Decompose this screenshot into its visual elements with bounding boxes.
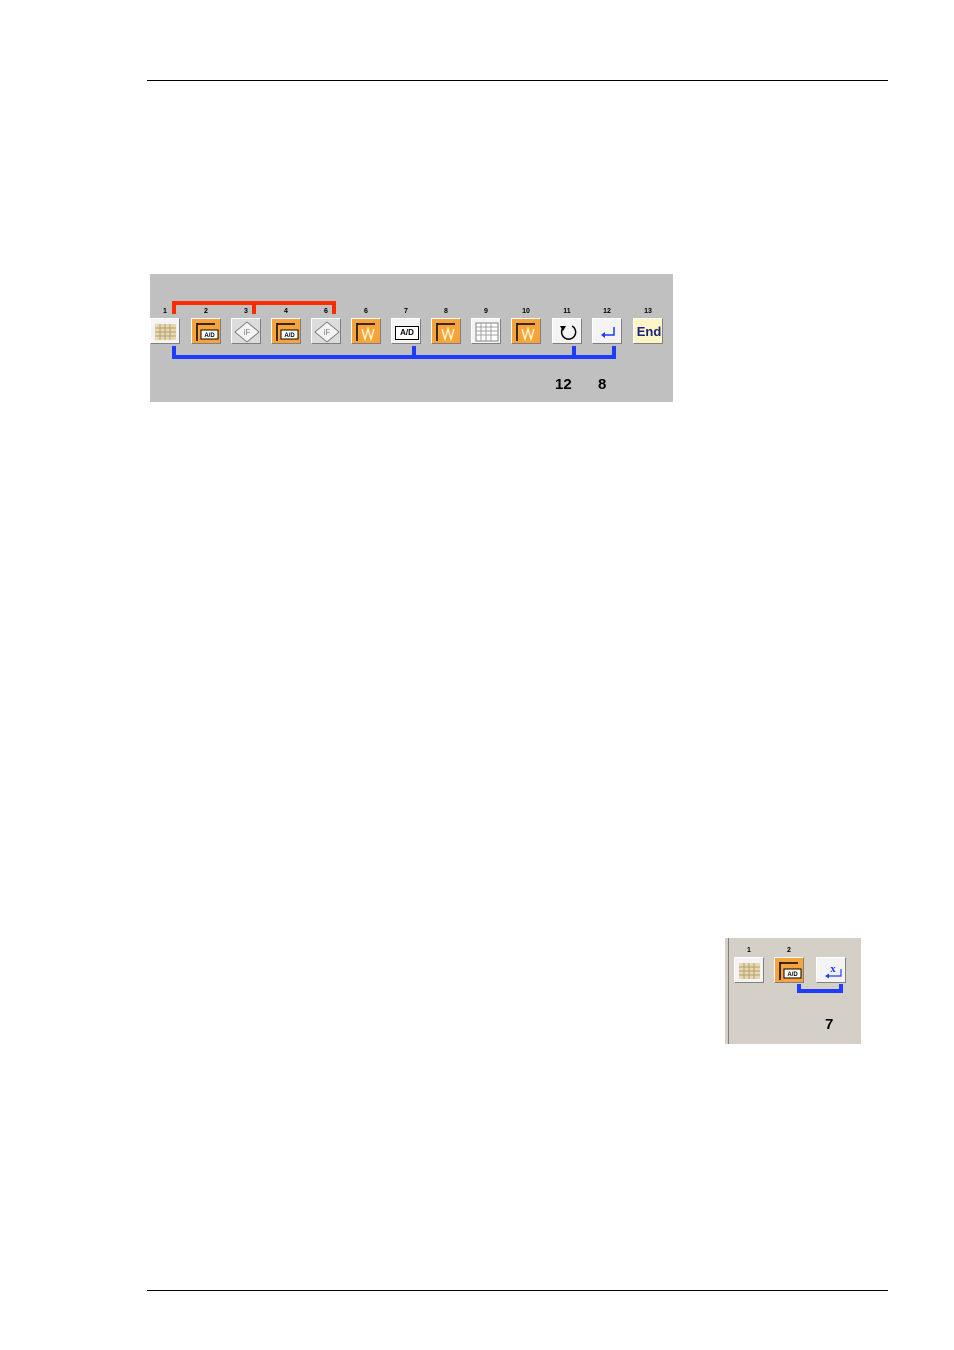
svg-text:iF: iF	[324, 328, 331, 337]
step-3[interactable]: x	[816, 957, 846, 983]
step-number: 10	[511, 307, 541, 317]
waveform-icon	[511, 318, 541, 344]
step-8[interactable]: 8	[431, 318, 461, 344]
end-label: End	[634, 324, 664, 339]
loop-icon	[552, 318, 582, 344]
ad-icon: A/D	[391, 318, 421, 344]
step-12[interactable]: 12	[592, 318, 622, 344]
step-number: 11	[552, 307, 582, 317]
step-number: 2	[774, 946, 804, 956]
if-diamond-icon: iF	[311, 318, 341, 344]
step-number: 1	[150, 307, 180, 317]
step-number: 2	[191, 307, 221, 317]
ad-trigger-icon: A/D	[191, 318, 221, 344]
step-number: 9	[471, 307, 501, 317]
step-13[interactable]: 13 End	[633, 318, 663, 344]
step-number: 7	[391, 307, 421, 317]
step-1[interactable]: 1	[734, 957, 764, 983]
svg-text:x: x	[830, 963, 836, 975]
sequence-panel-2: 1 2 A/D x 7	[725, 938, 861, 1044]
step-number: 6	[311, 307, 341, 317]
footer-rule	[147, 1290, 888, 1291]
svg-text:A/D: A/D	[284, 333, 295, 339]
svg-text:iF: iF	[244, 328, 251, 337]
step-number: 1	[734, 946, 764, 956]
step-number: 12	[592, 307, 622, 317]
step-number: 13	[633, 307, 663, 317]
end-icon: End	[633, 318, 663, 344]
exit-x-icon: x	[816, 957, 846, 983]
if-diamond-icon: iF	[231, 318, 261, 344]
loop-count-label: 12	[555, 376, 572, 393]
grid-icon	[734, 957, 764, 983]
step-7[interactable]: 7 A/D	[391, 318, 421, 344]
step-9[interactable]: 9	[471, 318, 501, 344]
ad-trigger-icon: A/D	[271, 318, 301, 344]
return-icon	[592, 318, 622, 344]
step-1[interactable]: 1	[150, 318, 180, 344]
grid-icon	[150, 318, 180, 344]
waveform-icon	[351, 318, 381, 344]
step-number: 3	[231, 307, 261, 317]
step-number: 4	[271, 307, 301, 317]
step-number: 6	[351, 307, 381, 317]
ad-trigger-icon: A/D	[774, 957, 804, 983]
svg-text:A/D: A/D	[204, 333, 215, 339]
step-2[interactable]: 2 A/D	[774, 957, 804, 983]
table-icon	[471, 318, 501, 344]
header-rule	[147, 80, 888, 81]
return-target-label: 8	[598, 376, 606, 393]
svg-text:A/D: A/D	[787, 972, 798, 978]
step-5[interactable]: 6 iF	[311, 318, 341, 344]
step-10[interactable]: 10	[511, 318, 541, 344]
step-4[interactable]: 4 A/D	[271, 318, 301, 344]
ad-label: A/D	[395, 326, 419, 340]
step-number: 8	[431, 307, 461, 317]
step-2[interactable]: 2 A/D	[191, 318, 221, 344]
sequence-panel-1: 1 2 A/D 3 iF 4 A/D 6	[150, 274, 673, 402]
waveform-icon	[431, 318, 461, 344]
return-target-label: 7	[825, 1016, 833, 1033]
step-11[interactable]: 11	[552, 318, 582, 344]
step-6[interactable]: 6	[351, 318, 381, 344]
step-3[interactable]: 3 iF	[231, 318, 261, 344]
